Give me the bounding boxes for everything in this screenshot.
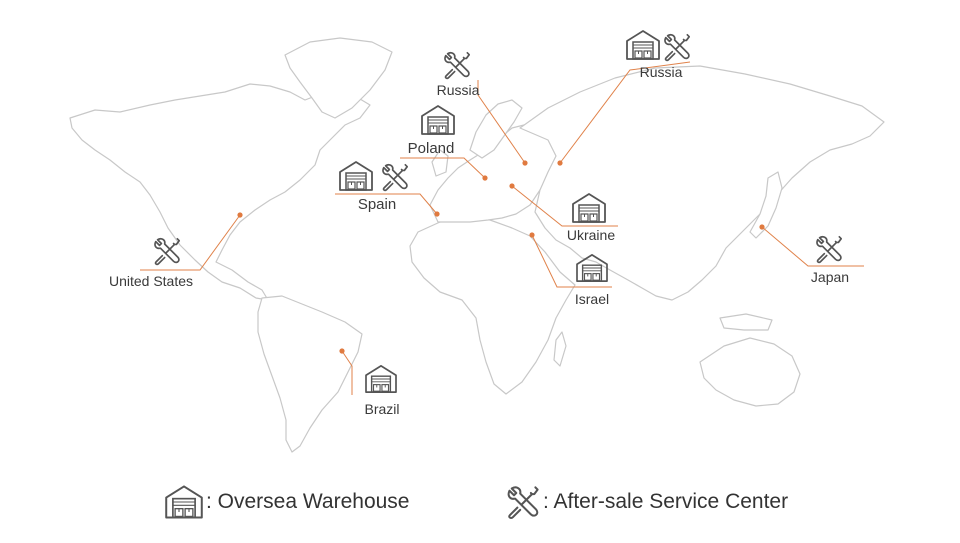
leader-israel — [531, 234, 612, 288]
leader-brazil — [341, 350, 353, 395]
label-united-states: United States — [108, 273, 194, 289]
dot-united-states[interactable] — [237, 212, 243, 218]
asia-outline — [519, 65, 885, 301]
label-russia-east: Russia — [639, 64, 683, 80]
leader-japan — [761, 226, 864, 267]
legend-service-label: : After-sale Service Center — [543, 490, 789, 513]
wrench-icon — [664, 33, 691, 62]
label-ukraine: Ukraine — [566, 227, 616, 243]
location-dots — [237, 160, 765, 354]
land-outlines — [69, 37, 885, 453]
warehouse-icon — [421, 105, 455, 135]
dot-poland[interactable] — [482, 175, 488, 181]
legend-service: : After-sale Service Center — [505, 484, 788, 520]
africa-outline — [409, 217, 576, 395]
label-japan: Japan — [810, 269, 850, 285]
wrench-icon — [507, 486, 539, 519]
leader-ukraine — [511, 185, 618, 227]
label-spain: Spain — [357, 196, 397, 213]
legend-warehouse-label: : Oversea Warehouse — [206, 490, 410, 513]
dot-russia-east[interactable] — [557, 160, 563, 166]
label-russia-west: Russia — [436, 82, 480, 98]
wrench-icon — [154, 237, 181, 266]
british-isles-outline — [431, 149, 449, 177]
wrench-icon — [444, 51, 471, 80]
leader-russia-east — [559, 61, 691, 164]
warehouse-icon — [365, 365, 397, 393]
leader-united-states — [140, 214, 241, 271]
greenland-outline — [284, 37, 393, 119]
south-america-outline — [257, 295, 363, 453]
warehouse-icon — [626, 30, 660, 60]
dot-brazil[interactable] — [339, 348, 345, 354]
dot-russia-west[interactable] — [522, 160, 528, 166]
leader-lines — [140, 61, 864, 395]
new-guinea-outline — [719, 313, 773, 331]
label-brazil: Brazil — [364, 401, 400, 417]
label-israel: Israel — [574, 291, 610, 307]
leader-spain — [335, 193, 438, 215]
dot-ukraine[interactable] — [509, 183, 515, 189]
wrench-icon — [816, 235, 843, 264]
japan-outline — [749, 171, 783, 239]
leader-poland — [400, 157, 486, 179]
warehouse-icon — [165, 485, 203, 519]
warehouse-icon — [339, 161, 373, 191]
label-poland: Poland — [407, 140, 455, 157]
wrench-icon — [382, 163, 409, 192]
dot-japan[interactable] — [759, 224, 765, 230]
north-america-outline — [69, 83, 371, 301]
leader-russia-west — [477, 80, 526, 164]
scandinavia-outline — [469, 99, 523, 159]
madagascar-outline — [553, 331, 567, 367]
australia-outline — [699, 337, 801, 407]
dot-spain[interactable] — [434, 211, 440, 217]
dot-israel[interactable] — [529, 232, 535, 238]
legend-warehouse: : Oversea Warehouse — [164, 484, 409, 520]
